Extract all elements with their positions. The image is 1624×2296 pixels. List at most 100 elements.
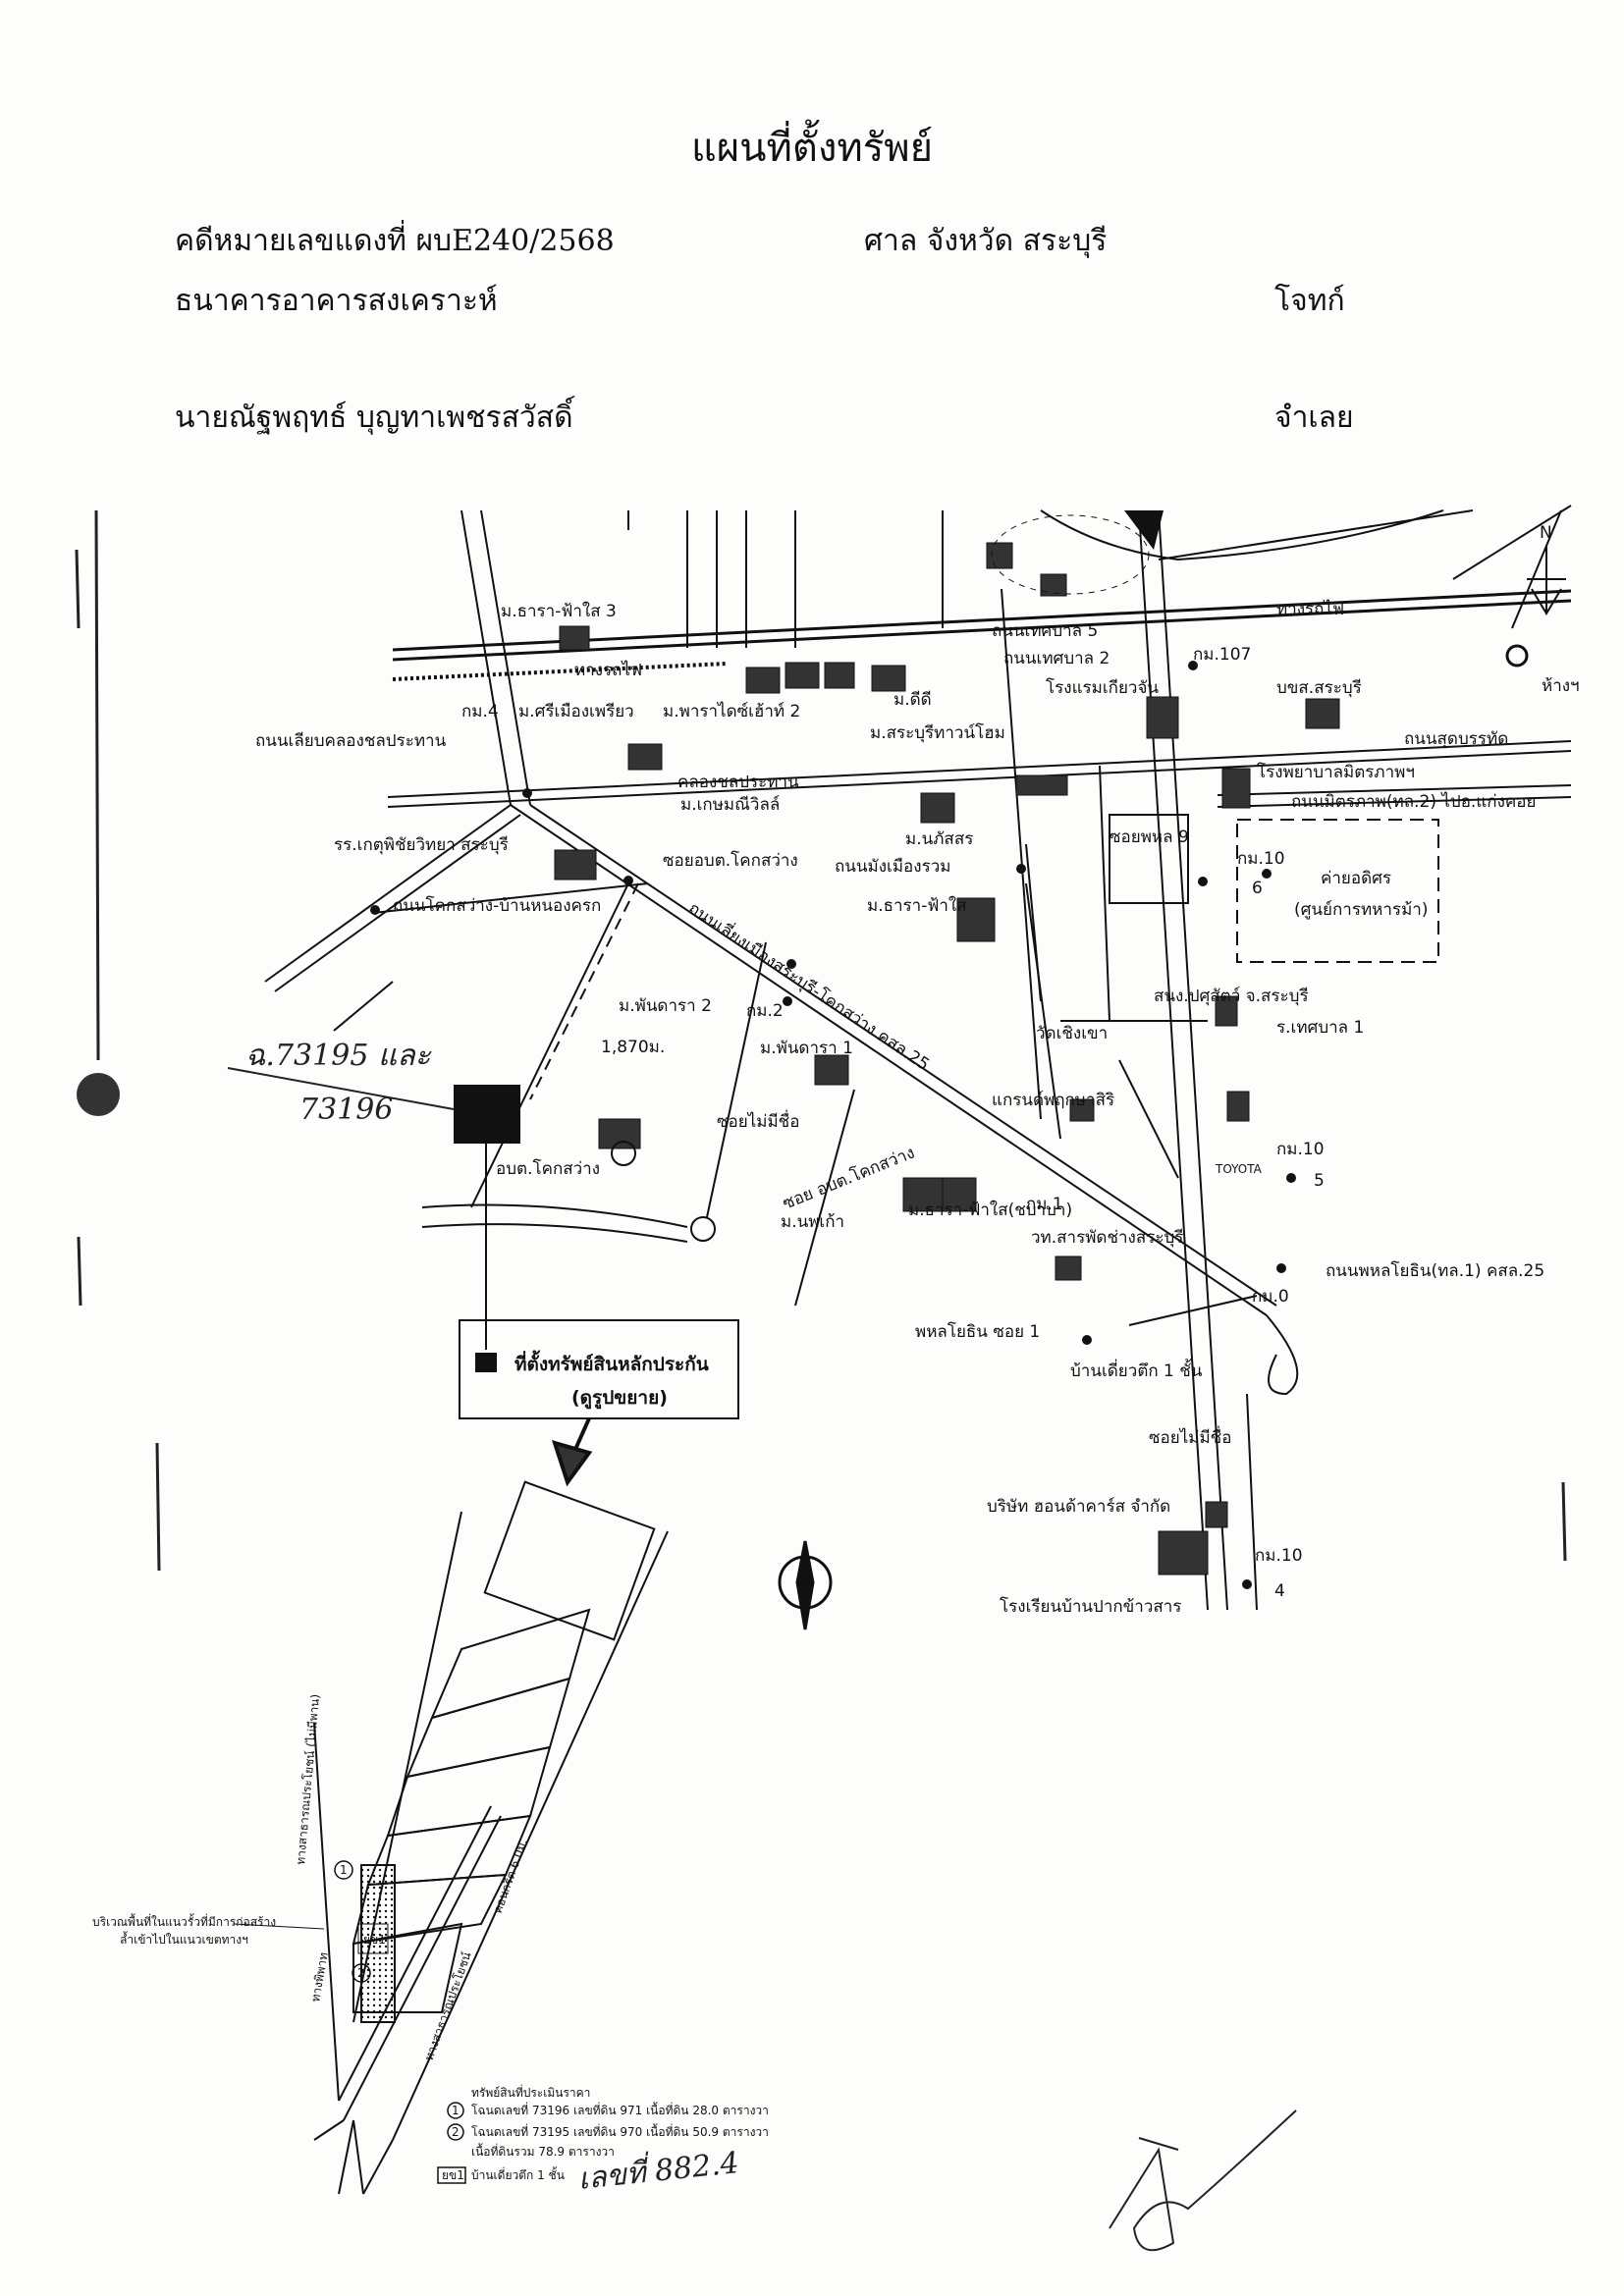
- legend-row3: บ้านเดี่ยวตึก 1 ชั้น: [471, 2166, 565, 2182]
- label-tambon3: ม.ธารา-ฟ้าใส 3: [501, 601, 617, 621]
- label-railway-station: ทางรถไฟ: [574, 660, 642, 680]
- label-thara-fah: ม.ธารา-ฟ้าใส: [867, 895, 967, 916]
- plot-2-marker: [352, 1963, 371, 1983]
- label-bks: บขส.สระบุรี: [1276, 678, 1362, 698]
- plaintiff-role: โจทก์: [1274, 284, 1345, 318]
- label-honda: บริษัท ฮอนด้าคาร์ส จำกัด: [987, 1497, 1170, 1517]
- label-thara-fah-lake: ม.ธารา-ฟ้าใส(ชบาบา): [908, 1200, 1072, 1220]
- label-note-area2: ล้ำเข้าไปในแนวเขตทางฯ: [120, 1931, 248, 1947]
- building-icons: [554, 542, 1340, 1575]
- point-markers: [370, 661, 1296, 1589]
- label-soi-nameless2: ซอยไม่มีชื่อ: [1149, 1425, 1231, 1448]
- label-mungmueang: ถนนมังเมืองรวม: [835, 857, 950, 877]
- label-km0: กม.0: [1252, 1287, 1289, 1307]
- defendant-name: นายณัฐพฤทธ์ บุญทาเพชรสวัสดิ์: [175, 400, 573, 435]
- label-km10b: กม.10: [1276, 1140, 1325, 1159]
- km-marker-icon: [611, 1141, 636, 1166]
- north-arrow-icon: [1527, 545, 1566, 615]
- label-wat: วัดเชิงเขา: [1036, 1024, 1108, 1043]
- label-obt-office: อบต.โคกสว่าง: [496, 1158, 600, 1179]
- label-railway-east: ทางรถไฟ: [1276, 599, 1344, 619]
- defendant-role: จำเลย: [1274, 400, 1354, 435]
- label-phandara1: ม.พันดารา 1: [760, 1039, 853, 1058]
- legend-row1-num: 1: [452, 2104, 460, 2117]
- label-km-post5: 5: [1314, 1171, 1325, 1191]
- north-arrow-letter: N: [1540, 523, 1552, 543]
- label-public-road-v2: ทางสาธารณประโยชน์: [422, 1950, 474, 2062]
- legend-row3-code: ยข1: [442, 2168, 464, 2182]
- label-paradise2: ม.พาราไดซ์เฮ้าท์ 2: [663, 701, 800, 721]
- label-saraburi-town: ม.สระบุรีทาวน์โฮม: [870, 722, 1005, 743]
- handwritten-deed-numbers-2: 73196: [299, 1093, 393, 1127]
- monument-icon: [1124, 510, 1164, 550]
- label-toyota: TOYOTA: [1215, 1162, 1263, 1176]
- label-phahon-soi1: พหลโยธิน ซอย 1: [915, 1321, 1040, 1342]
- label-grand: แกรนด์พฤกษาสิริ: [992, 1091, 1114, 1110]
- site-legend-box: [459, 1319, 739, 1419]
- label-hotel: โรงแรมเกียวจัน: [1046, 677, 1159, 698]
- detail-plot-plan: [313, 1480, 669, 2195]
- label-phahon-rd: ถนนพหลโยธิน(ทล.1) คสล.25: [1326, 1260, 1544, 1281]
- legend-row2-marker: [447, 2123, 464, 2141]
- legend-row1-marker: [447, 2102, 464, 2119]
- plot-1-label: 1: [340, 1863, 348, 1877]
- note-leader-line: [233, 1923, 325, 1930]
- km-marker-icon-2: [690, 1216, 716, 1242]
- compass-letter: N: [800, 1577, 809, 1591]
- legend-row3-box: [437, 2166, 466, 2184]
- label-mittraphap: ถนนมิตรภาพ(ทล.2) ไปอ.แก่งคอย: [1291, 791, 1536, 812]
- legend-title: ทรัพย์สินที่ประเมินราคา: [471, 2084, 590, 2100]
- label-phit: ทางพิพาท: [308, 1951, 331, 2003]
- legend-row2-num: 2: [452, 2125, 460, 2139]
- label-khoksawang-rd: ถนนโคกสว่าง-บ้านหนองครก: [393, 895, 601, 916]
- label-thetsaban1: ร.เทศบาล 1: [1276, 1018, 1364, 1038]
- label-km4: กม.4: [461, 702, 499, 721]
- plaintiff-name: ธนาคารอาคารสงเคราะห์: [175, 284, 498, 318]
- label-km1: กม.1: [1026, 1195, 1063, 1214]
- label-college: วท.สารพัดช่างสระบุรี: [1031, 1228, 1183, 1248]
- legend-zoom-label: (ดูรูปขยาย): [571, 1387, 668, 1410]
- label-camp-sub: (ศูนย์การทหารม้า): [1294, 900, 1428, 920]
- margin-marks: [75, 509, 1567, 1572]
- label-house1: บ้านเดี่ยวตึก 1 ชั้น: [1070, 1359, 1203, 1381]
- case-number: คดีหมายเลขแดงที่ ผบE240/2568: [175, 224, 615, 258]
- handwritten-deed-numbers: ฉ.73195 และ: [245, 1039, 432, 1073]
- label-kasem: ม.เกษมณีวิลล์: [680, 795, 780, 815]
- punch-hole: [77, 1073, 120, 1116]
- legend-row2: โฉนดเลขที่ 73195 เลขที่ดิน 970 เนื้อที่ด…: [471, 2123, 769, 2139]
- plot-ykh1: [357, 1923, 389, 1954]
- plot-2-label: 2: [357, 1966, 365, 1980]
- label-camp: ค่ายอดิศร: [1321, 869, 1391, 888]
- label-km-post4: 4: [1274, 1581, 1285, 1601]
- label-market: ห้างฯ: [1542, 676, 1580, 696]
- signature-scribble: [1109, 2109, 1297, 2252]
- label-km-post6: 6: [1252, 879, 1263, 898]
- label-noppakao: ม.นพเก้า: [781, 1212, 844, 1232]
- label-km2: กม.2: [746, 1001, 784, 1021]
- label-phahon9: ซอยพหล 9: [1110, 828, 1189, 847]
- label-school-ket: รร.เกตุพิชัยวิทยา สระบุรี: [334, 835, 509, 855]
- label-soi-obt2: ซอย อบต.โคกสว่าง: [780, 1143, 918, 1214]
- label-liab-khlong: ถนนเลียบคลองชลประทาน: [255, 731, 447, 751]
- label-km10c: กม.10: [1255, 1546, 1303, 1566]
- property-site-marker: [454, 1085, 520, 1144]
- label-napas: ม.นภัสสร: [905, 829, 973, 849]
- label-school-pak: โรงเรียนบ้านปากข้าวสาร: [1000, 1596, 1181, 1617]
- label-soi-obt: ซอยอบต.โคกสว่าง: [663, 850, 798, 871]
- compass-icon: [778, 1540, 833, 1630]
- label-khlong: คลองชลประทาน: [677, 773, 799, 792]
- label-km107: กม.107: [1193, 645, 1251, 665]
- label-note-area1: บริเวณพื้นที่ในแนวรั้วที่มีการก่อสร้าง: [92, 1913, 276, 1929]
- label-km10a: กม.10: [1237, 849, 1285, 869]
- label-pasusat: สนง.ปศุสัตว์ จ.สระบุรี: [1154, 987, 1309, 1006]
- label-distance: 1,870ม.: [601, 1038, 665, 1057]
- court-name: ศาล จังหวัด สระบุรี: [864, 224, 1108, 258]
- legend-row1: โฉนดเลขที่ 73196 เลขที่ดิน 971 เนื้อที่ด…: [471, 2102, 769, 2117]
- legend-site-label: ที่ตั้งทรัพย์สินหลักประกัน: [514, 1350, 709, 1375]
- arrow-down-icon: [551, 1417, 593, 1487]
- label-dd: ม.ดีดี: [893, 690, 932, 710]
- label-sudbanthat: ถนนสุดบรรทัด: [1404, 729, 1508, 749]
- plot-1-marker: [334, 1860, 353, 1880]
- label-soi-nameless1: ซอยไม่มีชื่อ: [717, 1109, 799, 1132]
